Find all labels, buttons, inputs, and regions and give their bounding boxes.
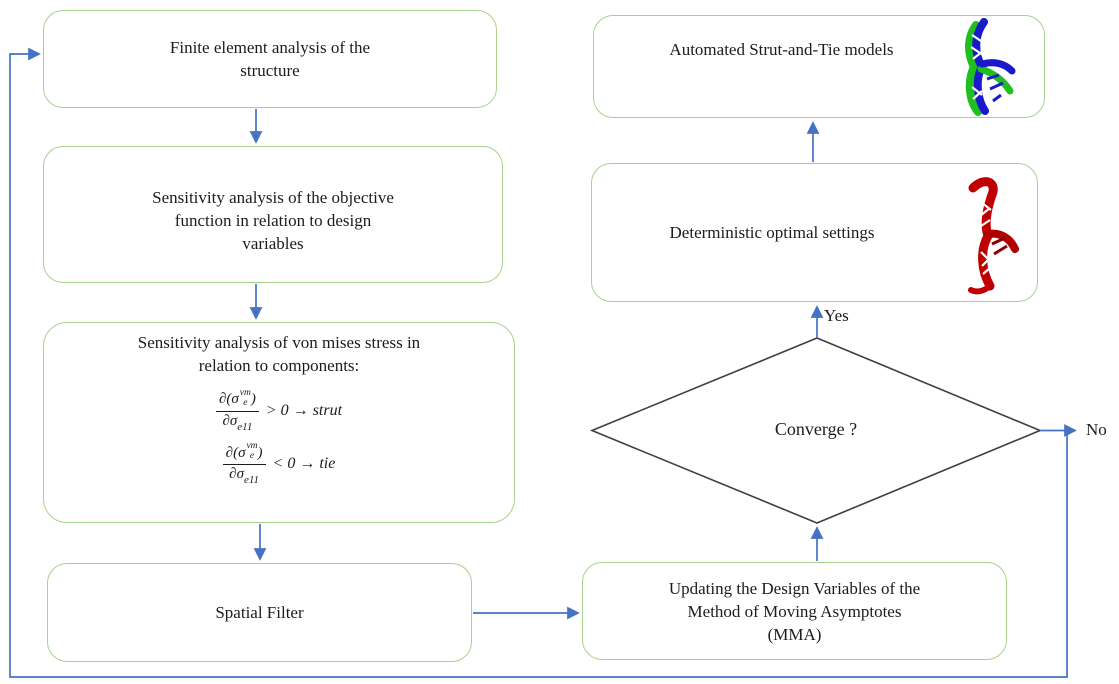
node-mma-update: Updating the Design Variables of the Met… [582, 562, 1007, 660]
formula-subscript: e11 [237, 420, 253, 433]
formula-relation: > 0 → strut [266, 399, 342, 422]
node-label-line: variables [242, 234, 304, 253]
node-label-line: relation to components: [198, 356, 360, 375]
converge-diamond [589, 337, 1043, 524]
edge-feedback-loop [9, 47, 1068, 678]
node-label-line: function in relation to design [174, 211, 372, 230]
formula-superscript: vm [239, 388, 251, 398]
node-label-line: structure [240, 61, 300, 80]
node-label-line: Sensitivity analysis of von mises stress… [137, 333, 421, 352]
edge-label-no: No [1086, 420, 1107, 439]
formula-text: ) [250, 391, 256, 408]
formula-text: < 0 → [272, 454, 316, 472]
formula-text: ) [257, 444, 263, 461]
node-sensitivity-von-mises: Sensitivity analysis of von mises stress… [43, 322, 515, 523]
node-label-line: Method of Moving Asymptotes [687, 601, 902, 621]
formula-result: tie [319, 454, 336, 472]
node-spatial-filter: Spatial Filter [47, 563, 472, 662]
formula-text: ∂(σ [225, 444, 246, 461]
formula-text: > 0 → [265, 401, 309, 419]
formula-relation: < 0 → tie [273, 452, 336, 475]
node-label-line: Deterministic optimal settings [669, 223, 875, 242]
node-label-line: Spatial Filter [215, 603, 304, 622]
edge-label-yes: Yes [824, 306, 849, 325]
node-label-line: Automated Strut-and-Tie models [669, 40, 894, 59]
formula-text: ∂σ [222, 412, 238, 429]
formula-superscript: vm [246, 441, 258, 452]
node-label-line: Updating the Design Variables of the [668, 578, 921, 598]
formula-subscript: e11 [243, 473, 260, 486]
formula-result: strut [312, 401, 343, 419]
optimal-topology-model-icon [968, 177, 1019, 295]
converge-label: Converge ? [774, 419, 858, 439]
node-sensitivity-objective: Sensitivity analysis of the objective fu… [43, 146, 503, 283]
strut-and-tie-model-icon [965, 18, 1016, 116]
node-label-line: Finite element analysis of the [169, 38, 371, 57]
node-label-line: (MMA) [767, 624, 822, 644]
formula-subscript: e [243, 397, 248, 408]
node-label-line: Sensitivity analysis of the objective [152, 188, 394, 207]
formula-subscript: e [249, 451, 255, 462]
node-deterministic-settings: Deterministic optimal settings [591, 163, 1038, 302]
formula-text: ∂σ [229, 466, 244, 483]
formula-text: ∂(σ [218, 391, 239, 408]
node-finite-element-analysis: Finite element analysis of the structure [43, 10, 497, 108]
